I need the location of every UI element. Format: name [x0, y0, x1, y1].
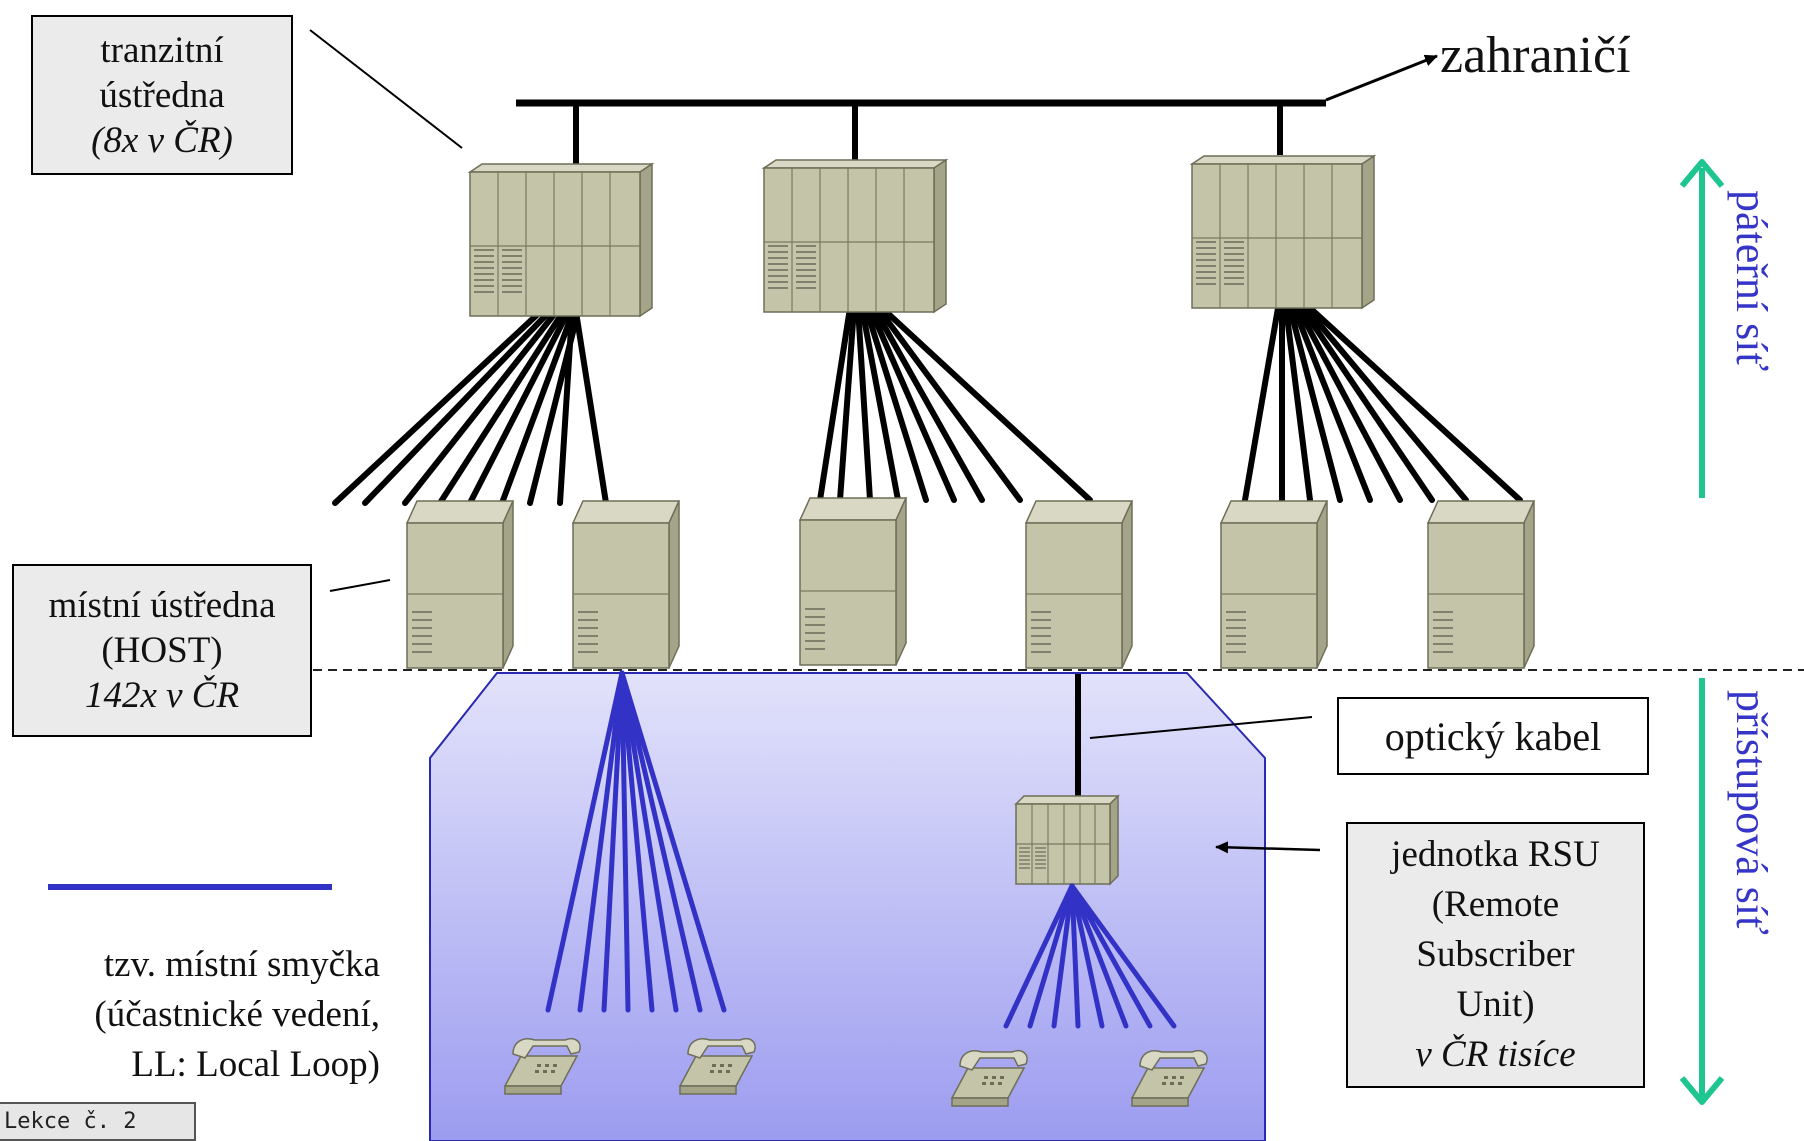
rsu-label-line1: jednotka RSU: [1391, 834, 1600, 875]
local-loop-legend-text: tzv. místní smyčka (účastnické vedení, L…: [20, 940, 380, 1090]
local-label-line2: (HOST): [101, 630, 223, 671]
rsu-label-line4: Unit): [1456, 984, 1535, 1025]
backbone-arrow: [1679, 159, 1725, 498]
local-exchange-6: [1426, 500, 1536, 669]
bus-drops: [573, 106, 1283, 168]
transit-callout-line: [309, 29, 463, 149]
loop-label-line2: (účastnické vedení,: [94, 994, 380, 1035]
rsu-label-line5: v ČR tisíce: [1415, 1034, 1576, 1075]
local-label-line1: místní ústředna: [48, 585, 276, 626]
local-exchange-5: [1219, 500, 1329, 669]
local-callout-line: [329, 579, 391, 592]
rsu-unit: [1014, 794, 1120, 886]
access-network-label: přístupová síť: [1727, 690, 1776, 935]
rsu-label: jednotka RSU (Remote Subscriber Unit) v …: [1346, 822, 1645, 1088]
transit-exchange-label: tranzitní ústředna (8x v ČR): [31, 15, 293, 175]
rsu-label-line2: (Remote: [1431, 884, 1560, 925]
transit-fan-lines: [332, 305, 1523, 506]
desk-telephone-icon: [1130, 1050, 1208, 1107]
loop-label-line1: tzv. místní smyčka: [103, 944, 380, 985]
local-exchange-1: [405, 500, 515, 669]
local-loop-lines-2: [1003, 883, 1177, 1029]
rsu-label-line3: Subscriber: [1416, 934, 1575, 975]
local-exchange-3: [798, 497, 908, 666]
backbone-network-label: páteřní síť: [1727, 190, 1776, 372]
rsu-arrow: [1215, 841, 1321, 854]
transit-exchange-2: [761, 158, 949, 314]
desk-telephone-icon: [503, 1038, 581, 1095]
transit-label-line2: ústředna: [99, 74, 225, 116]
abroad-label: zahraničí: [1440, 27, 1631, 84]
transit-label-line3: (8x v ČR): [91, 119, 233, 161]
optical-label-text: optický kabel: [1384, 713, 1602, 759]
local-label-line3: 142x v ČR: [84, 675, 240, 716]
transit-label-line1: tranzitní: [100, 29, 224, 71]
desk-telephone-icon: [950, 1050, 1028, 1107]
local-loop-lines-1: [545, 670, 727, 1013]
desk-telephone-icon: [678, 1038, 756, 1095]
optical-callout-line: [1089, 716, 1313, 739]
transit-exchange-3: [1189, 154, 1377, 310]
abroad-arrow: [1325, 54, 1438, 102]
access-arrow: [1679, 678, 1725, 1105]
loop-label-line3: LL: Local Loop): [131, 1044, 380, 1085]
local-exchange-label: místní ústředna (HOST) 142x v ČR: [12, 564, 312, 737]
local-exchanges: [405, 497, 1536, 669]
local-exchange-4: [1024, 500, 1134, 669]
optical-cable-label: optický kabel: [1337, 697, 1649, 775]
transit-exchange-1: [467, 162, 655, 318]
local-exchange-2: [571, 500, 681, 669]
lesson-footer: Lekce č. 2: [0, 1102, 196, 1141]
